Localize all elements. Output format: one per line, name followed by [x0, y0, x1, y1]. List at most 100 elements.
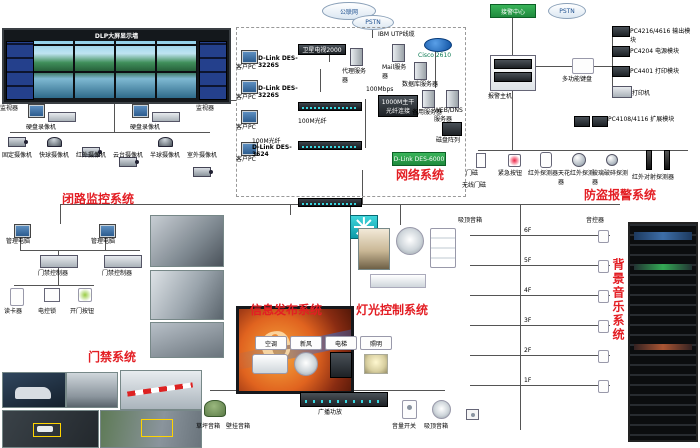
door-contact-icon — [476, 153, 486, 168]
backup-server-icon — [422, 90, 435, 108]
access-line-v2 — [105, 236, 106, 250]
trunk-fiber-line1: 1000M主干 — [381, 99, 415, 106]
volume-control-3 — [598, 290, 609, 303]
music-branch-6 — [470, 385, 610, 386]
alarm-center-label: 接警中心 — [500, 8, 525, 16]
cisco-router-label: Cisco 2610 — [418, 52, 452, 59]
plant-drop-line — [350, 204, 351, 336]
camera-ptz-icon — [119, 157, 139, 167]
access-line-v1 — [20, 236, 21, 250]
lawn-speaker-label: 草坪音箱 — [196, 423, 221, 430]
dvr-2 — [152, 112, 180, 122]
ceiling-speaker-label: 吸顶音箱 — [424, 423, 449, 430]
plant-box-ac: 空调 — [255, 336, 287, 350]
access-pc-1-label: 管理电脑 — [6, 238, 31, 245]
wireless-contact-label: 无线门磁 — [462, 182, 487, 189]
ceiling-lamp-photo — [396, 227, 424, 255]
dvr-1 — [48, 112, 76, 122]
guard-booth-photo — [66, 372, 118, 408]
web-server-icon — [446, 90, 459, 108]
dvr-1-label: 硬盘录像机 — [26, 124, 57, 131]
ceiling-pir-label: 天花红外探测器 — [558, 170, 595, 186]
plant-box-elevator: 电梯 — [325, 336, 357, 350]
ir-beam-icon-1 — [646, 150, 652, 170]
trunk-fiber-line2: 光纤连接 — [385, 108, 410, 115]
client-pc-4-label: 客户PC — [236, 156, 256, 163]
ceiling-speaker-icon — [432, 400, 451, 419]
db-server-icon — [414, 62, 427, 80]
access-drop-line — [60, 204, 61, 224]
access-title: 门禁系统 — [88, 350, 137, 364]
info-screen: e — [236, 306, 354, 394]
switch-3-label-2: D-Link DES-3624 — [252, 144, 292, 158]
video-wall: DLP大屏显示墙 — [2, 28, 231, 104]
video-wall-left-monitors — [6, 41, 34, 100]
camera-fixed-label: 固定摄像机 — [2, 152, 33, 159]
satellite-tv-box: 卫星电视2000 — [298, 44, 346, 55]
plant-box-fan-label: 新风 — [299, 340, 312, 348]
speed-label: 100Mbps — [366, 86, 394, 93]
mail-server-icon — [392, 44, 405, 62]
alarm-keypad-label: 多功能键盘 — [562, 76, 593, 83]
ac-unit-photo — [252, 354, 288, 374]
alarm-printer-icon — [612, 86, 632, 98]
net-line-3 — [365, 99, 366, 148]
client-pc-1-label: 客户PC — [236, 64, 256, 71]
card-reader-label: 读卡器 — [4, 308, 23, 315]
music-left-legend: 吸顶音箱 — [458, 217, 483, 224]
alarm-expand-box-1 — [574, 116, 590, 127]
volume-control-5 — [598, 350, 609, 363]
music-branch-1 — [470, 235, 610, 236]
utp-cable-label: IBM UTP线缆 — [378, 31, 415, 38]
door-controller-2-label: 门禁控制器 — [102, 270, 133, 277]
cctv-wall-drop — [114, 100, 115, 132]
switch-3 — [298, 198, 362, 207]
client-pc-3-label: 客户PC — [236, 124, 256, 131]
video-wall-title: DLP大屏显示墙 — [94, 33, 139, 40]
pstn-cloud-label: PSTN — [365, 19, 381, 26]
speed-gate-photo — [150, 270, 224, 320]
glassbreak-label: 玻璃破碎探测器 — [592, 170, 629, 186]
music-right-legend: 音控器 — [586, 217, 605, 224]
proxy-server-label: 代理服务器 — [342, 68, 367, 84]
switch-1-label: D-Link DES-3226S — [258, 55, 298, 69]
panic-button-label: 紧急按钮 — [498, 170, 523, 177]
floor-label-2: 2F — [524, 347, 532, 354]
plant-box-ac-label: 空调 — [264, 340, 277, 348]
trunk-fiber-box: 1000M主干 光纤连接 — [378, 95, 418, 117]
plant-box-lighting: 照明 — [360, 336, 392, 350]
cctv-monitor-1 — [28, 104, 45, 118]
alarm-host-drop — [512, 89, 513, 150]
cisco-router-icon — [424, 38, 452, 52]
music-trunk-line — [520, 204, 521, 430]
lawn-speaker-icon — [204, 400, 226, 417]
tube-light-photo — [370, 274, 426, 288]
cctv-monitor-2 — [132, 104, 149, 118]
ceiling-pir-icon — [572, 153, 586, 167]
door-controller-1 — [40, 255, 78, 268]
camera-outdoor-label: 室外摄像机 — [187, 152, 218, 159]
alarm-pstn-cloud: PSTN — [548, 3, 586, 19]
net-line-4 — [372, 27, 373, 38]
alarm-mod-v — [612, 30, 613, 96]
panic-button-icon — [508, 154, 521, 167]
info-title: 信息发布系统 — [250, 303, 323, 317]
camera-halfdome-label: 半球摄像机 — [150, 152, 181, 159]
backup-server-label: 备用服务器 — [412, 109, 443, 116]
aerial-photo — [100, 410, 202, 448]
alarm-keypad-icon — [572, 58, 594, 74]
glassbreak-icon — [606, 154, 618, 166]
pa-amplifier-label: 广播功放 — [318, 409, 343, 416]
camera-ptz-label: 云台摄像机 — [113, 152, 144, 159]
core-switch-model-label: D-Link DES-6000 — [393, 155, 445, 163]
satellite-tv-label: 卫星电视2000 — [302, 47, 342, 54]
access-pc-2 — [99, 224, 116, 238]
client-pc-4 — [241, 142, 258, 156]
cctv-bus-line — [10, 132, 210, 133]
mail-server-label: Mail服务器 — [382, 64, 407, 80]
network-title: 网络系统 — [396, 168, 445, 182]
cctv-net-link — [227, 100, 237, 101]
road-photo — [2, 410, 99, 448]
alarm-expand-label: PC4108/4116 扩展模块 — [608, 116, 675, 123]
